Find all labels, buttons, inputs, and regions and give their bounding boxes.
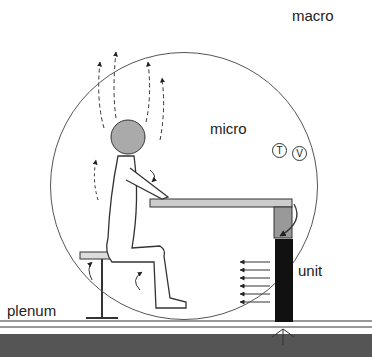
floor-line bbox=[0, 320, 372, 321]
floor-line bbox=[0, 326, 372, 327]
person-body bbox=[107, 156, 186, 308]
micro-zone: microTVunit bbox=[50, 52, 318, 320]
sensor-symbol: T bbox=[272, 143, 287, 158]
air-flow bbox=[114, 52, 116, 118]
air-unit: unit bbox=[275, 239, 337, 322]
chair-base bbox=[86, 317, 118, 319]
floor-outlet bbox=[283, 329, 284, 345]
air-flow bbox=[89, 262, 92, 280]
plenum-band: plenum bbox=[0, 300, 372, 357]
chair-leg bbox=[101, 259, 103, 318]
supply-jet bbox=[240, 302, 270, 303]
desk-leg bbox=[274, 207, 292, 238]
desk-top bbox=[150, 199, 292, 207]
plenum-ground bbox=[0, 334, 372, 357]
return-arrow bbox=[280, 204, 297, 236]
zone-label: unit bbox=[297, 263, 323, 280]
symbol-letter: V bbox=[296, 148, 303, 159]
person-head bbox=[111, 120, 145, 154]
zone-label: plenum bbox=[6, 303, 57, 320]
air-flow bbox=[94, 160, 98, 200]
person-arm bbox=[126, 168, 168, 199]
air-flow bbox=[160, 78, 164, 140]
symbol-letter: T bbox=[276, 145, 282, 156]
unit-body bbox=[275, 239, 293, 322]
floor-outlet bbox=[272, 329, 283, 337]
supply-jet bbox=[240, 294, 270, 295]
air-flow bbox=[146, 62, 150, 122]
zone-label: micro bbox=[209, 121, 248, 138]
floor-outlet bbox=[283, 329, 294, 337]
supply-jet bbox=[240, 286, 270, 287]
air-flow bbox=[150, 170, 155, 182]
air-flow bbox=[99, 62, 104, 128]
air-flow bbox=[135, 272, 142, 290]
zone-label: macro bbox=[292, 8, 334, 25]
supply-jet bbox=[240, 262, 270, 263]
supply-jet bbox=[240, 278, 270, 279]
sensor-symbol: V bbox=[292, 146, 307, 161]
supply-jet bbox=[240, 270, 270, 271]
